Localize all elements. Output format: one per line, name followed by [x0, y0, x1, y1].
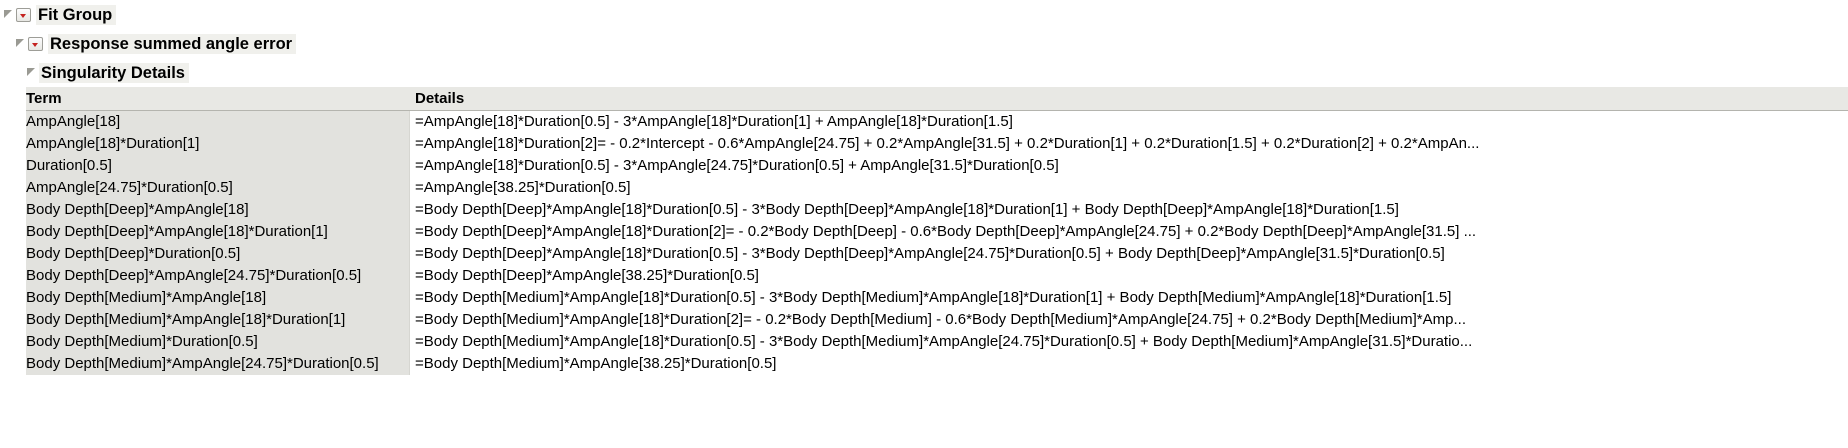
table-row[interactable]: AmpAngle[24.75]*Duration[0.5] =AmpAngle[3… — [26, 177, 1848, 199]
cell-term: Body Depth[Deep]*AmpAngle[24.75]*Duratio… — [26, 265, 410, 287]
table-row[interactable]: Body Depth[Deep]*AmpAngle[18] =Body Depth… — [26, 199, 1848, 221]
cell-term: Body Depth[Deep]*Duration[0.5] — [26, 243, 410, 265]
table-header: Term Details — [26, 87, 1848, 111]
table-row[interactable]: Body Depth[Medium]*AmpAngle[18] =Body Dep… — [26, 287, 1848, 309]
cell-details: =AmpAngle[38.25]*Duration[0.5] — [415, 179, 631, 196]
cell-term: AmpAngle[18]*Duration[1] — [26, 133, 410, 155]
tree-expander-triangle-icon[interactable] — [15, 38, 26, 49]
column-header-term[interactable]: Term — [26, 87, 409, 111]
outline-node-fit-group[interactable]: Fit Group — [0, 0, 1848, 29]
cell-details: =AmpAngle[18]*Duration[0.5] - 3*AmpAngle… — [415, 113, 1013, 130]
cell-details: =Body Depth[Deep]*AmpAngle[18]*Duration[… — [415, 201, 1399, 218]
cell-details: =Body Depth[Deep]*AmpAngle[18]*Duration[… — [415, 245, 1445, 262]
singularity-details-table: Term Details AmpAngle[18] =AmpAngle[18]*D… — [26, 87, 1848, 375]
section-title: Singularity Details — [39, 62, 189, 83]
cell-details: =Body Depth[Deep]*AmpAngle[18]*Duration[… — [415, 223, 1477, 240]
cell-details: =Body Depth[Medium]*AmpAngle[18]*Duratio… — [415, 333, 1473, 350]
page-title: Fit Group — [36, 4, 117, 25]
table-row[interactable]: AmpAngle[18] =AmpAngle[18]*Duration[0.5] … — [26, 110, 1848, 133]
cell-term: AmpAngle[24.75]*Duration[0.5] — [26, 177, 410, 199]
disclosure-triangle-red-icon[interactable] — [28, 36, 43, 51]
cell-details: =Body Depth[Deep]*AmpAngle[38.25]*Durati… — [415, 267, 759, 284]
singularity-details-report: Fit Group Response summed angle error Si… — [0, 0, 1848, 375]
cell-details: =Body Depth[Medium]*AmpAngle[38.25]*Dura… — [415, 355, 777, 372]
singularity-details-table-container: Term Details AmpAngle[18] =AmpAngle[18]*D… — [26, 87, 1848, 375]
cell-term: Body Depth[Medium]*AmpAngle[24.75]*Durat… — [26, 353, 410, 375]
column-gap — [409, 87, 415, 111]
tree-expander-triangle-icon[interactable] — [26, 67, 37, 78]
cell-term: Body Depth[Medium]*Duration[0.5] — [26, 331, 410, 353]
response-title: Response summed angle error — [48, 33, 297, 54]
table-body: AmpAngle[18] =AmpAngle[18]*Duration[0.5] … — [26, 110, 1848, 375]
outline-node-singularity-details[interactable]: Singularity Details — [0, 58, 1848, 87]
table-row[interactable]: Body Depth[Deep]*AmpAngle[18]*Duration[1… — [26, 221, 1848, 243]
outline-node-response[interactable]: Response summed angle error — [0, 29, 1848, 58]
table-row[interactable]: Body Depth[Medium]*AmpAngle[18]*Duration… — [26, 309, 1848, 331]
disclosure-triangle-red-icon[interactable] — [16, 7, 31, 22]
table-row[interactable]: Body Depth[Medium]*AmpAngle[24.75]*Durat… — [26, 353, 1848, 375]
table-row[interactable]: AmpAngle[18]*Duration[1] =AmpAngle[18]*Du… — [26, 133, 1848, 155]
table-header-row: Term Details — [26, 87, 1848, 111]
cell-details: =Body Depth[Medium]*AmpAngle[18]*Duratio… — [415, 311, 1466, 328]
cell-term: Body Depth[Medium]*AmpAngle[18]*Duration… — [26, 309, 410, 331]
cell-details: =AmpAngle[18]*Duration[0.5] - 3*AmpAngle… — [415, 157, 1059, 174]
cell-details: =AmpAngle[18]*Duration[2]= - 0.2*Interce… — [415, 135, 1480, 152]
column-header-details[interactable]: Details — [415, 87, 1848, 111]
cell-term: Body Depth[Deep]*AmpAngle[18]*Duration[1… — [26, 221, 410, 243]
cell-term: Body Depth[Medium]*AmpAngle[18] — [26, 287, 410, 309]
cell-term: AmpAngle[18] — [26, 110, 410, 133]
tree-expander-triangle-icon[interactable] — [3, 9, 14, 20]
table-row[interactable]: Body Depth[Deep]*Duration[0.5] =Body Dept… — [26, 243, 1848, 265]
cell-term: Duration[0.5] — [26, 155, 410, 177]
cell-details: =Body Depth[Medium]*AmpAngle[18]*Duratio… — [415, 289, 1452, 306]
cell-term: Body Depth[Deep]*AmpAngle[18] — [26, 199, 410, 221]
table-row[interactable]: Body Depth[Deep]*AmpAngle[24.75]*Duratio… — [26, 265, 1848, 287]
table-row[interactable]: Body Depth[Medium]*Duration[0.5] =Body De… — [26, 331, 1848, 353]
table-row[interactable]: Duration[0.5] =AmpAngle[18]*Duration[0.5]… — [26, 155, 1848, 177]
